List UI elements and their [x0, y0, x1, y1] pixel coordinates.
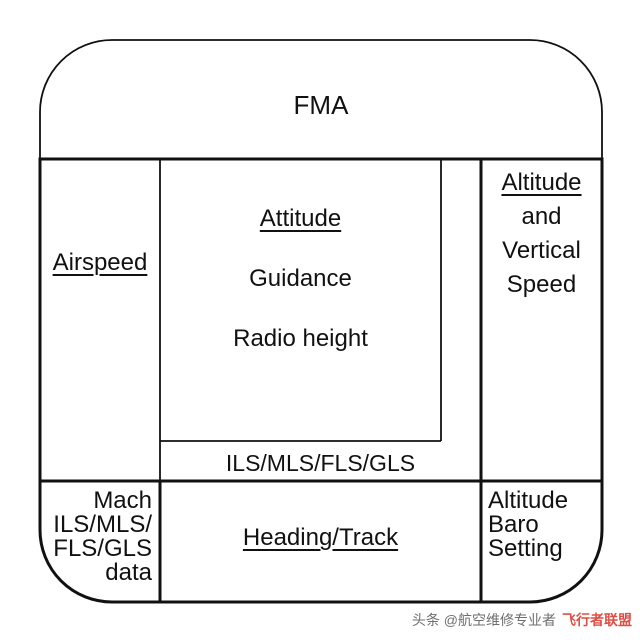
- corner-br: [529, 529, 604, 604]
- ils-strip-label: ILS/MLS/FLS/GLS: [225, 450, 416, 476]
- and-label: and: [521, 203, 562, 230]
- mask-br: [530, 530, 605, 605]
- baro-line-3: Setting: [488, 535, 563, 562]
- fma-label: FMA: [293, 90, 349, 120]
- speed-label: Speed: [506, 271, 577, 298]
- corner-bl: [38, 529, 113, 604]
- watermark: 头条 @航空维修专业者 飞行者联盟: [412, 610, 632, 630]
- baro-line-2: Baro: [488, 511, 539, 538]
- mask-bl: [37, 530, 112, 605]
- altitude-label: Altitude: [501, 169, 582, 196]
- watermark-text: 头条 @航空维修专业者: [411, 612, 556, 628]
- mach-block: Mach ILS/MLS/ FLS/GLS data: [40, 489, 152, 585]
- mach-line-2: ILS/MLS/: [53, 511, 152, 538]
- radio-height-label: Radio height: [233, 325, 368, 352]
- guidance-label: Guidance: [249, 265, 352, 292]
- vertical-label: Vertical: [502, 237, 581, 264]
- attitude-label: Attitude: [259, 205, 342, 232]
- mach-line-4: data: [105, 559, 152, 586]
- baro-line-1: Altitude: [488, 487, 569, 514]
- watermark-brand: 飞行者联盟: [562, 612, 632, 628]
- mach-line-1: Mach: [93, 487, 152, 514]
- airspeed-label: Airspeed: [52, 249, 148, 276]
- mach-line-3: FLS/GLS: [53, 535, 152, 562]
- altitude-vs-block: Altitude and Vertical Speed: [481, 166, 602, 302]
- heading-track-label: Heading/Track: [242, 524, 399, 551]
- baro-block: Altitude Baro Setting: [488, 489, 600, 561]
